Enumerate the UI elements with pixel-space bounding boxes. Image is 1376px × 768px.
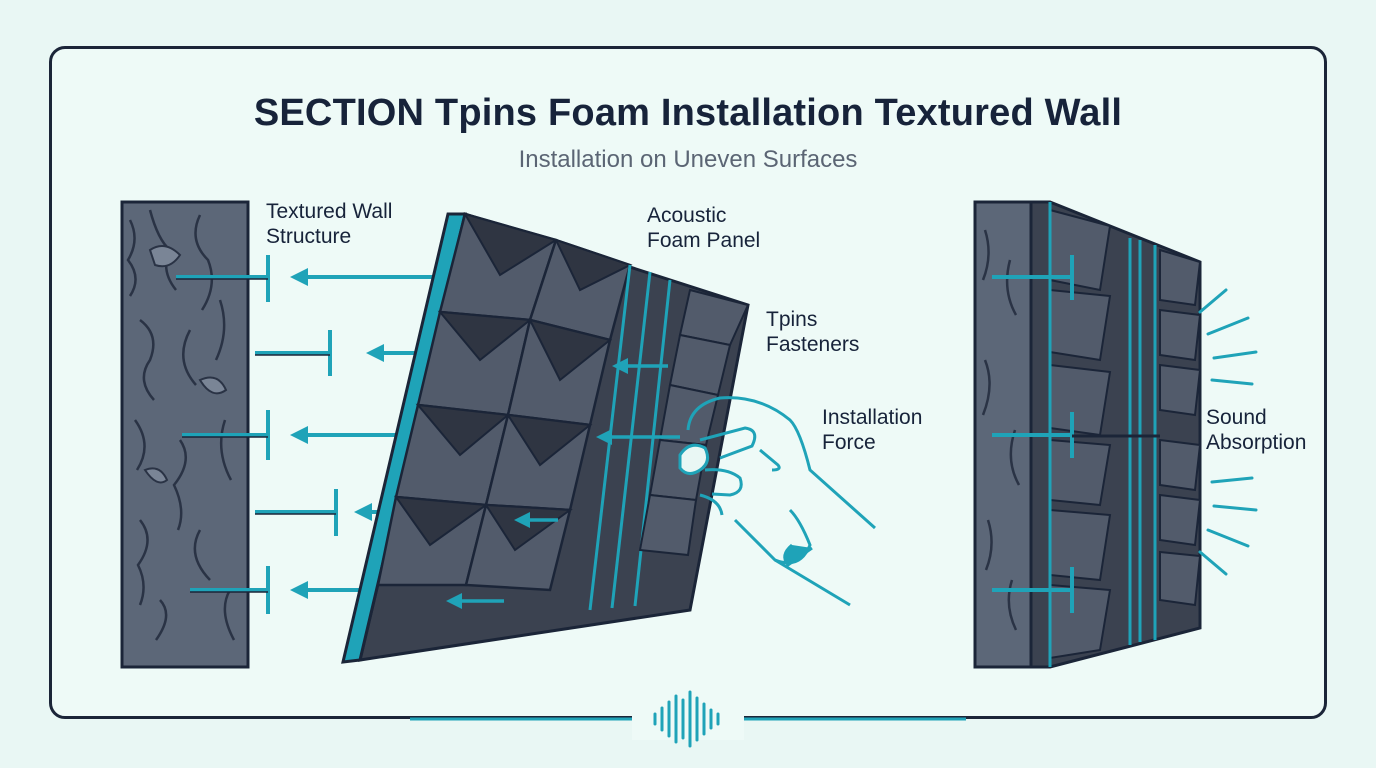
- label-tpins-line2: Fasteners: [766, 333, 860, 356]
- hand-illustration: [678, 396, 876, 607]
- tpin-fasteners-left: [176, 255, 338, 614]
- label-textured-wall-line2: Structure: [266, 225, 352, 248]
- label-sound-absorption: Sound Absorption: [1206, 405, 1306, 455]
- label-textured-wall: Textured Wall Structure: [266, 199, 392, 249]
- label-tpins-fasteners: Tpins Fasteners: [766, 307, 859, 357]
- diagram-title: SECTION Tpins Foam Installation Textured…: [253, 92, 1123, 134]
- footer-divider: [410, 700, 966, 740]
- installed-panel: [973, 200, 1202, 669]
- sound-waves: [1198, 288, 1258, 576]
- label-acoustic-foam: Acoustic Foam Panel: [647, 203, 760, 253]
- label-force-line2: Force: [822, 431, 876, 454]
- diagram-subtitle: Installation on Uneven Surfaces: [518, 146, 858, 173]
- label-installation-force: Installation Force: [822, 405, 922, 455]
- sound-wave-icon: [653, 690, 720, 748]
- label-acoustic-foam-line2: Foam Panel: [647, 229, 761, 252]
- label-force-line1: Installation: [822, 406, 923, 429]
- acoustic-foam-panel: [341, 212, 750, 664]
- label-textured-wall-line1: Textured Wall: [266, 200, 393, 223]
- label-acoustic-foam-line1: Acoustic: [647, 204, 727, 227]
- label-sound-line2: Absorption: [1206, 431, 1307, 454]
- label-sound-line1: Sound: [1206, 406, 1267, 429]
- label-tpins-line1: Tpins: [766, 308, 818, 331]
